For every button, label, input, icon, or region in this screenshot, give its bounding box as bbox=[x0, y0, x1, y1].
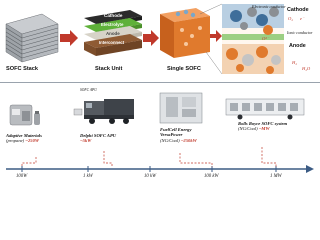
rolls-royce-image bbox=[225, 98, 305, 120]
flow-arrow-2 bbox=[143, 30, 159, 46]
scale-tick-100kw: 100 kW bbox=[204, 174, 219, 179]
product-delphi: Delphi SOFC APU ~5kW bbox=[80, 133, 116, 144]
layer-label-interconnect: Interconnect bbox=[99, 40, 125, 45]
micro-label-anode: Anode bbox=[289, 43, 306, 49]
sofc-structure-graphic bbox=[5, 3, 284, 75]
product-name-rolls-royce: Rolls Royce SOFC system bbox=[238, 121, 288, 126]
micro-label-cathode: Cathode bbox=[287, 7, 309, 13]
product-power-adaptive: ~250W bbox=[25, 138, 39, 144]
stage-label-single-sofc: Single SOFC bbox=[167, 66, 201, 72]
product-power-rolls-royce: ~MW bbox=[258, 126, 270, 132]
product-adaptive-materials: Adaptive Materials (propane) ~250W bbox=[6, 133, 42, 144]
product-fuel-fuelcell: (NG/Coal) bbox=[160, 137, 180, 143]
adaptive-materials-image bbox=[9, 104, 40, 126]
sofc-products-panel: Adaptive Materials (propane) ~250W SOFC … bbox=[0, 82, 320, 190]
product-name-adaptive: Adaptive Materials bbox=[6, 133, 42, 138]
sofc-stack-image bbox=[5, 13, 59, 63]
scale-tick-1kw: 1 kW bbox=[83, 174, 93, 179]
product-power-fuelcell: ~250kW bbox=[180, 137, 197, 143]
micro-label-h2o: H₂O bbox=[302, 66, 311, 71]
fuelcell-energy-image bbox=[159, 92, 203, 124]
product-power-delphi: ~5kW bbox=[80, 138, 92, 144]
power-scale-arrowhead bbox=[306, 165, 314, 173]
product-name2-fuelcell: VersaPower bbox=[160, 132, 183, 138]
delphi-apu-image bbox=[73, 99, 134, 124]
sofc-structure-panel: SOFC Stack Stack Unit Single SOFC Cathod… bbox=[0, 0, 320, 80]
scale-tick-10kw: 10 kW bbox=[144, 174, 157, 179]
microstructure-image bbox=[199, 3, 284, 75]
product-fuelcell-energy: FuelCell Energy VersaPower (NG/Coal) ~25… bbox=[160, 127, 197, 143]
scale-tick-1mw: 1 MW bbox=[270, 174, 282, 179]
product-name-fuelcell: FuelCell Energy bbox=[160, 127, 192, 132]
layer-label-anode: Anode bbox=[106, 31, 120, 36]
micro-label-oxide-ion: O²⁻ bbox=[262, 36, 270, 41]
layer-label-electrolyte: Electrolyte bbox=[101, 22, 124, 27]
micro-label-electronic-conductor: Electronic conductor bbox=[252, 4, 286, 9]
product-rolls-royce: Rolls Royce SOFC system (NG/Coal) ~MW bbox=[238, 121, 287, 132]
micro-label-ionic-conductor: Ionic conductor bbox=[287, 30, 313, 35]
stack-unit-image bbox=[84, 10, 142, 56]
stage-label-stack: SOFC Stack bbox=[6, 66, 39, 72]
product-fuel-adaptive: (propane) bbox=[6, 138, 25, 144]
product-fuel-rolls-royce: (NG/Coal) bbox=[238, 126, 258, 132]
product-name-delphi: Delphi SOFC APU bbox=[80, 133, 117, 138]
flow-arrow-3 bbox=[210, 30, 222, 42]
single-sofc-image bbox=[160, 8, 210, 58]
product-tag-delphi: SOFC APU bbox=[80, 88, 97, 92]
layer-label-cathode: Cathode bbox=[104, 13, 123, 18]
micro-label-o2: O₂ bbox=[288, 16, 293, 21]
micro-label-electrons: e⁻ bbox=[300, 16, 305, 21]
stage-label-stack-unit: Stack Unit bbox=[95, 66, 123, 72]
sofc-products-graphic bbox=[6, 92, 314, 173]
micro-label-h2: H₂ bbox=[292, 60, 297, 65]
flow-arrow-1 bbox=[60, 30, 78, 46]
scale-tick-100w: 100W bbox=[16, 174, 28, 179]
